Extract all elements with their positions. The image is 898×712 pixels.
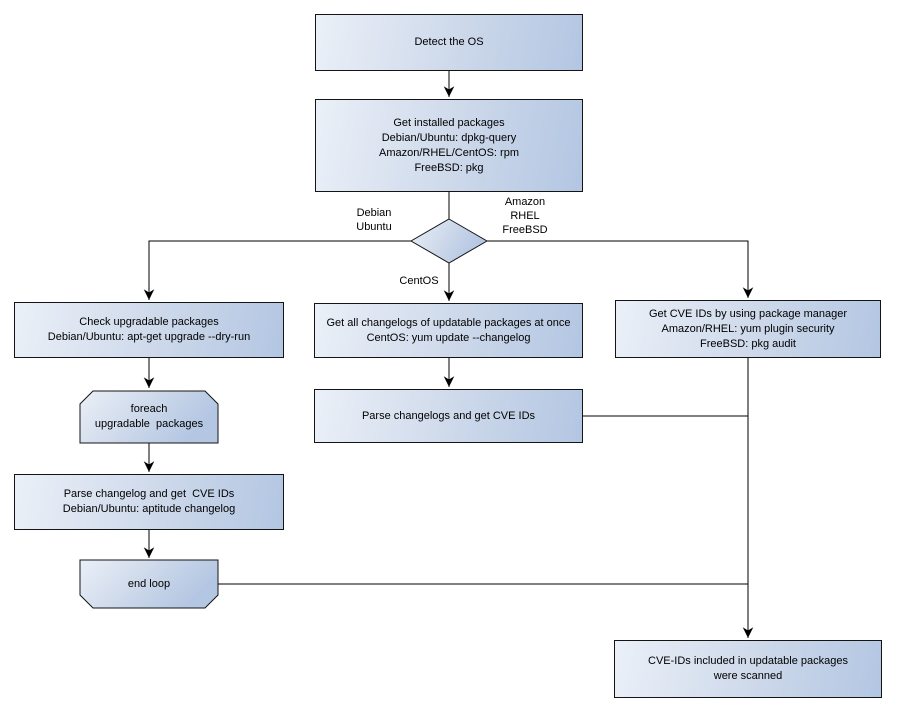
node-get-cve-pkg-manager: Get CVE IDs by using package manager Ama…: [615, 300, 881, 358]
node-text: Detect the OS: [414, 36, 484, 48]
node-text: CVE-IDs included in updatable packages: [648, 655, 848, 667]
node-text: FreeBSD: pkg audit: [700, 337, 796, 350]
node-parse-changelog-left: Parse changelog and get CVE IDs Debian/U…: [14, 474, 284, 530]
edge-label-line: Ubuntu: [356, 221, 392, 233]
node-check-upgradable: Check upgradable packages Debian/Ubuntu:…: [14, 302, 284, 358]
node-text: FreeBSD: pkg: [414, 161, 484, 174]
node-text: Get CVE IDs by using package manager: [648, 307, 848, 320]
edges-group: [143, 71, 754, 638]
edge-label-line: Debian: [356, 207, 392, 219]
edge-decision-to-check-upgradable: [143, 240, 411, 300]
node-text: Amazon/RHEL/CentOS: rpm: [379, 146, 519, 159]
edge-label-amazon-rhel-freebsd: Amazon RHEL FreeBSD: [497, 195, 553, 237]
node-text: Amazon/RHEL: yum plugin security: [661, 322, 835, 335]
edge-decision-to-get-cve: [487, 240, 754, 298]
edge-label-line: Amazon: [504, 196, 546, 208]
edge-label-centos: CentOS: [394, 274, 444, 288]
node-get-all-changelogs: Get all changelogs of updatable packages…: [314, 303, 583, 358]
node-text: Get installed packages: [393, 116, 505, 129]
end-loop-shape: [79, 559, 219, 609]
node-text: Check upgradable packages: [79, 316, 219, 328]
node-text: Parse changelogs and get CVE IDs: [361, 409, 536, 422]
os-decision-diamond: [410, 218, 488, 264]
node-text: were scanned: [713, 670, 783, 682]
node-text: Debian/Ubuntu: apt-get upgrade --dry-run: [47, 331, 251, 343]
node-text: CentOS: yum update --changelog: [366, 331, 531, 344]
node-text: Get all changelogs of updatable packages…: [326, 316, 571, 329]
foreach-loop-shape: [79, 390, 219, 444]
node-scan-result: CVE-IDs included in updatable packages w…: [614, 640, 882, 698]
node-detect-os: Detect the OS: [315, 14, 583, 71]
edge-label-line: FreeBSD: [502, 224, 548, 236]
edge-label-line: CentOS: [399, 275, 439, 287]
node-text: Debian/Ubuntu: dpkg-query: [381, 131, 517, 144]
node-text: Parse changelog and get CVE IDs: [63, 488, 235, 500]
edge-label-line: RHEL: [510, 210, 540, 222]
node-parse-changelogs-mid: Parse changelogs and get CVE IDs: [314, 389, 583, 443]
node-get-installed-packages: Get installed packages Debian/Ubuntu: dp…: [315, 99, 583, 192]
edge-label-debian-ubuntu: Debian Ubuntu: [348, 206, 400, 234]
node-text: Debian/Ubuntu: aptitude changelog: [62, 503, 236, 515]
